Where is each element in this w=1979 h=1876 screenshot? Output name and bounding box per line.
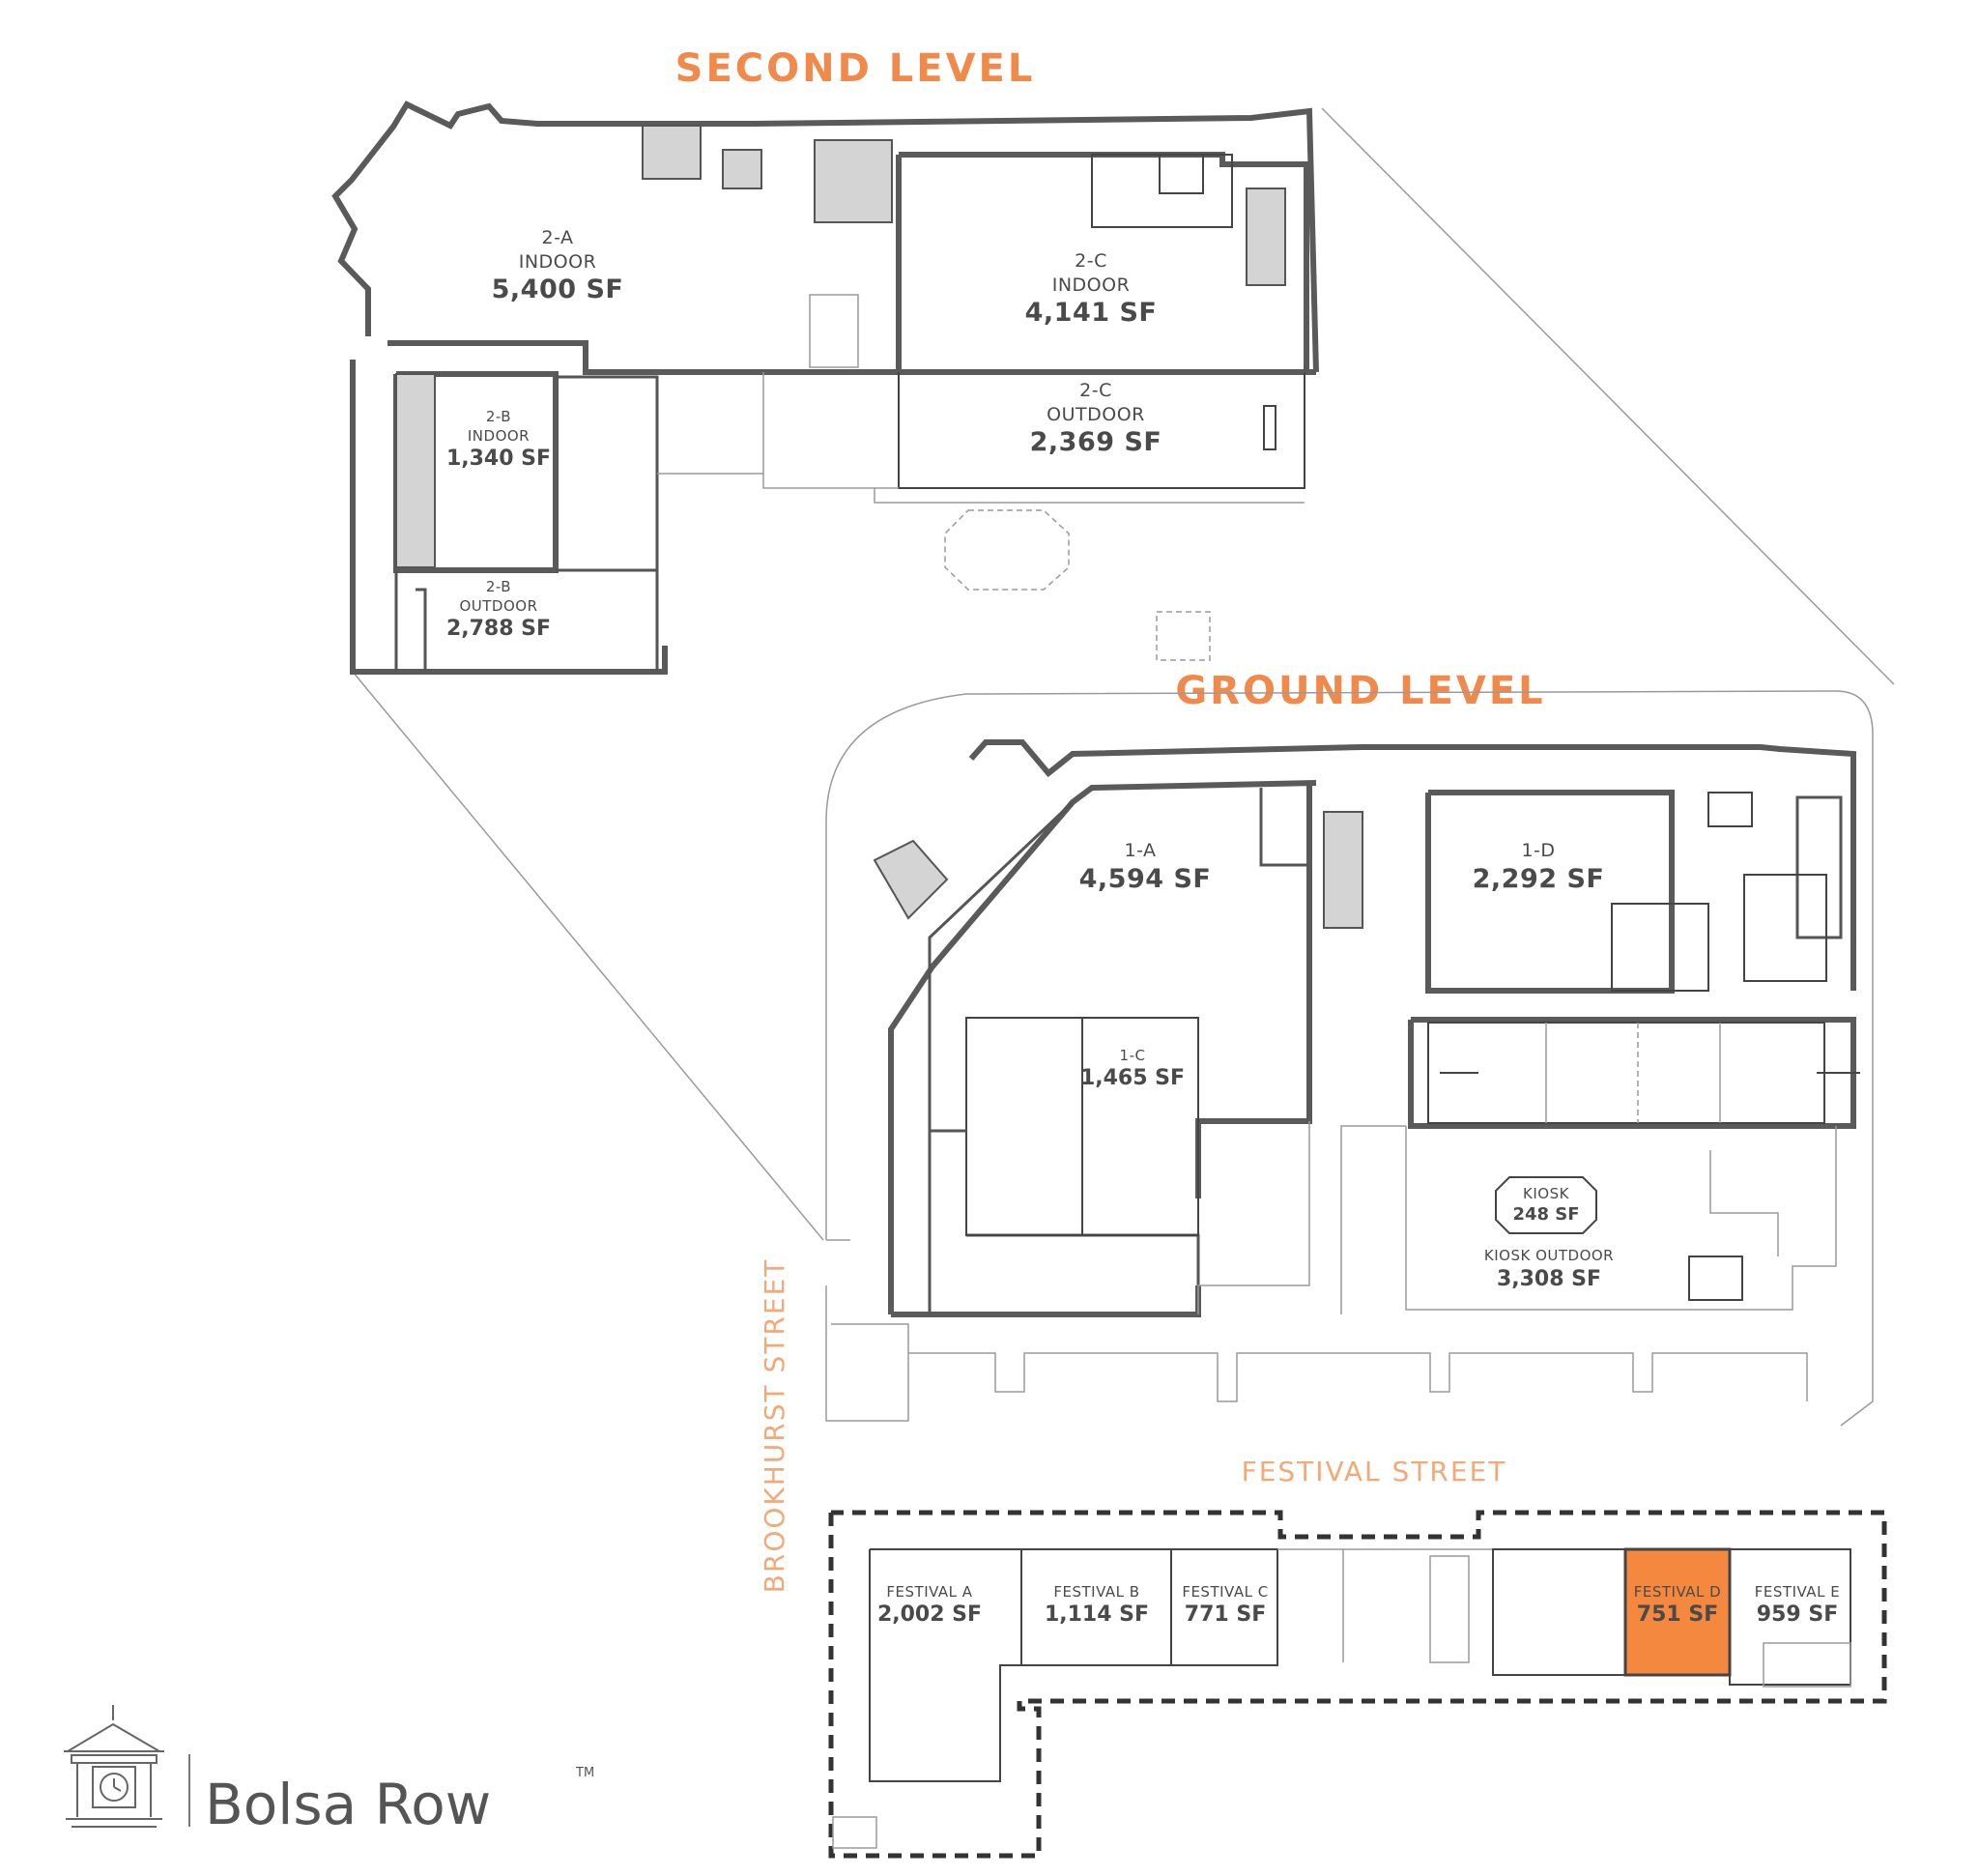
unit-2c-outdoor-area: 2,369 SF xyxy=(1030,427,1162,457)
festival-c-id: FESTIVAL C xyxy=(1182,1583,1268,1601)
brookhurst-street-label: BROOKHURST STREET xyxy=(759,1258,790,1594)
unit-2b-indoor: 2-B INDOOR 1,340 SF xyxy=(446,408,551,471)
unit-2b-indoor-id: 2-B xyxy=(486,408,511,425)
unit-1d: 1-D 2,292 SF xyxy=(1473,840,1605,894)
unit-1c-id: 1-C xyxy=(1120,1047,1146,1064)
unit-festival-a: FESTIVAL A 2,002 SF xyxy=(877,1583,982,1627)
brand-name: Bolsa Row xyxy=(205,1772,491,1837)
brand-trademark: TM xyxy=(575,1766,594,1780)
unit-1d-area: 2,292 SF xyxy=(1473,864,1605,894)
unit-1a-area: 4,594 SF xyxy=(1079,864,1212,894)
unit-2c-outdoor: 2-C OUTDOOR 2,369 SF xyxy=(1030,380,1162,457)
kiosk-outdoor: KIOSK OUTDOOR 3,308 SF xyxy=(1484,1247,1614,1291)
unit-2b-outdoor-id: 2-B xyxy=(486,578,511,595)
unit-festival-c: FESTIVAL C 771 SF xyxy=(1182,1583,1268,1627)
festival-c-area: 771 SF xyxy=(1185,1602,1266,1627)
unit-2b-outdoor: 2-B OUTDOOR 2,788 SF xyxy=(446,578,551,641)
festival-d-highlight[interactable] xyxy=(1623,1547,1732,1677)
festival-d-id: FESTIVAL D xyxy=(1634,1583,1721,1601)
unit-1a-id: 1-A xyxy=(1124,840,1156,861)
unit-2a-type: INDOOR xyxy=(519,251,597,273)
unit-2b-outdoor-area: 2,788 SF xyxy=(446,617,551,641)
unit-2a: 2-A INDOOR 5,400 SF xyxy=(492,227,624,304)
unit-1d-id: 1-D xyxy=(1521,840,1555,861)
kiosk-outdoor-id: KIOSK OUTDOOR xyxy=(1484,1247,1614,1264)
festival-a-area: 2,002 SF xyxy=(877,1602,982,1627)
unit-2c-outdoor-id: 2-C xyxy=(1079,380,1112,401)
kiosk-id: KIOSK xyxy=(1523,1185,1570,1202)
unit-1c: 1-C 1,465 SF xyxy=(1080,1047,1185,1090)
kiosk: KIOSK 248 SF xyxy=(1512,1185,1579,1225)
unit-1c-area: 1,465 SF xyxy=(1080,1066,1185,1090)
festival-e-area: 959 SF xyxy=(1757,1602,1838,1627)
festival-e-id: FESTIVAL E xyxy=(1755,1583,1840,1601)
second-level-plan xyxy=(331,101,1319,675)
unit-2c-outdoor-type: OUTDOOR xyxy=(1047,404,1145,425)
unit-2b-indoor-type: INDOOR xyxy=(468,427,530,445)
unit-2c-indoor-area: 4,141 SF xyxy=(1025,298,1158,328)
unit-2c-indoor-type: INDOOR xyxy=(1052,274,1131,296)
unit-2c-indoor: 2-C INDOOR 4,141 SF xyxy=(1025,250,1158,328)
unit-1a: 1-A 4,594 SF xyxy=(1079,840,1212,894)
festival-d-area: 751 SF xyxy=(1637,1602,1718,1627)
clock-tower-icon xyxy=(64,1705,164,1828)
brand-logo: Bolsa Row TM xyxy=(64,1705,594,1837)
unit-2b-outdoor-type: OUTDOOR xyxy=(459,597,537,615)
festival-street-label: FESTIVAL STREET xyxy=(1242,1456,1507,1487)
unit-2a-area: 5,400 SF xyxy=(492,274,624,304)
ground-level-plan xyxy=(825,690,1874,1427)
unit-festival-b: FESTIVAL B 1,114 SF xyxy=(1045,1583,1149,1627)
festival-b-area: 1,114 SF xyxy=(1045,1602,1149,1627)
unit-festival-d: FESTIVAL D 751 SF xyxy=(1634,1583,1721,1627)
kiosk-outdoor-area: 3,308 SF xyxy=(1497,1267,1601,1291)
unit-2b-indoor-area: 1,340 SF xyxy=(446,447,551,471)
kiosk-area: 248 SF xyxy=(1512,1204,1579,1225)
level-connector-lines xyxy=(352,107,1895,1241)
unit-festival-e: FESTIVAL E 959 SF xyxy=(1755,1583,1840,1627)
festival-b-id: FESTIVAL B xyxy=(1053,1583,1139,1601)
festival-a-id: FESTIVAL A xyxy=(886,1583,972,1601)
unit-2c-indoor-id: 2-C xyxy=(1075,250,1107,272)
second-level-heading: SECOND LEVEL xyxy=(675,46,1036,91)
ground-level-heading: GROUND LEVEL xyxy=(1175,669,1545,713)
unit-2a-id: 2-A xyxy=(541,227,573,248)
